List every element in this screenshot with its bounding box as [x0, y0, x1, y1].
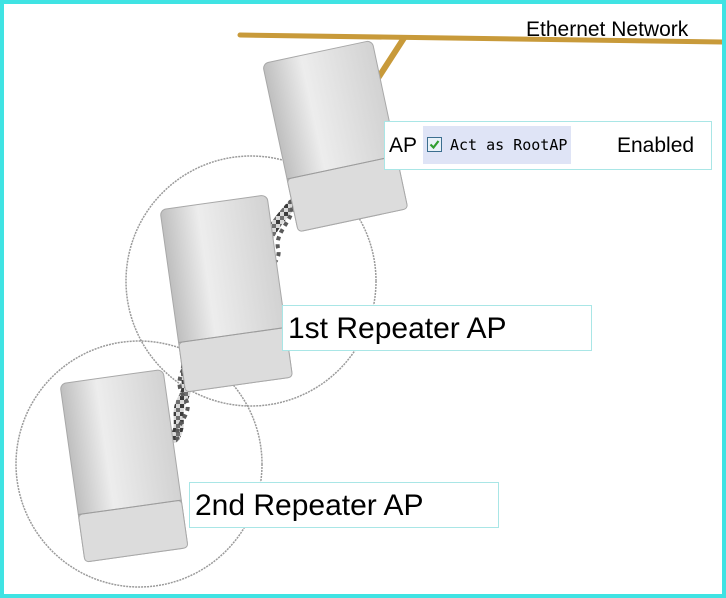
repeater-2-label: 2nd Repeater AP	[195, 489, 424, 522]
root-ap-suffix: Enabled	[617, 134, 695, 157]
repeater-2-label-box: 2nd Repeater AP	[189, 482, 499, 528]
root-ap-prefix: AP	[389, 134, 418, 157]
coverage-ring-repeater-1	[125, 155, 377, 407]
repeater-1-label-box: 1st Repeater AP	[282, 305, 592, 351]
root-ap-checkbox-field[interactable]: Act as RootAP	[423, 126, 572, 164]
root-ap-device	[263, 40, 408, 232]
checkmark-icon	[429, 140, 440, 150]
network-diagram	[15, 32, 722, 588]
act-as-rootap-checkbox[interactable]	[427, 137, 442, 152]
repeater-2-device	[60, 369, 188, 563]
coverage-ring-repeater-2	[15, 340, 263, 588]
repeater-1-device	[160, 195, 293, 393]
root-ap-label-box: AP Act as RootAP Enabled	[384, 121, 712, 170]
ethernet-network-label: Ethernet Network	[526, 18, 689, 41]
act-as-rootap-label: Act as RootAP	[450, 136, 568, 154]
ethernet-backbone	[237, 32, 722, 45]
repeater-1-label: 1st Repeater AP	[288, 312, 507, 345]
